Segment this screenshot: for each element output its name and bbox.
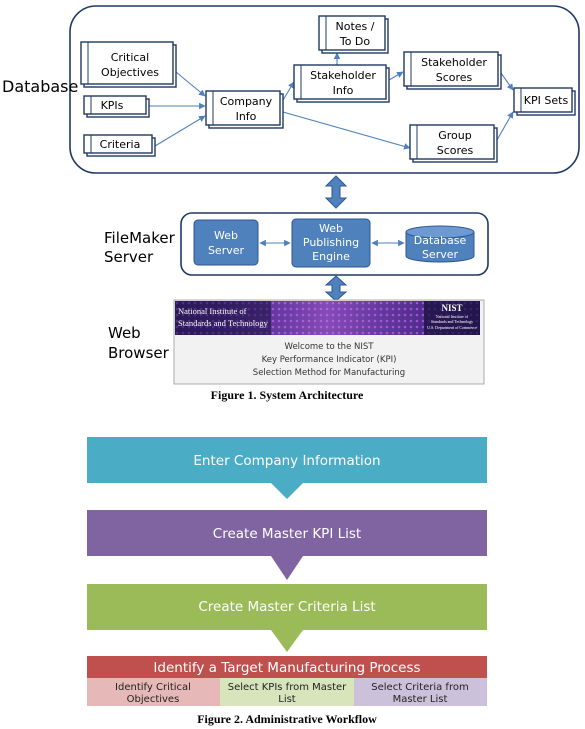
web-publishing-engine-box: Web Publishing Engine (292, 219, 370, 267)
step-enter-company-information: Enter Company Information (87, 437, 487, 499)
svg-text:Objectives: Objectives (127, 694, 180, 705)
figure1-caption: Figure 1. System Architecture (211, 388, 364, 402)
svg-text:Stakeholder: Stakeholder (421, 56, 487, 69)
substep-select-criteria: Select Criteria from Master List (354, 678, 487, 706)
filemaker-browser-double-arrow (326, 276, 346, 301)
svg-text:KPI Sets: KPI Sets (524, 94, 569, 107)
svg-text:Scores: Scores (437, 144, 474, 157)
web-server-box: Web Server (194, 220, 258, 265)
filemaker-label-line2: Server (104, 248, 154, 266)
browser-screenshot: National Institute of Standards and Tech… (174, 300, 484, 384)
svg-text:List: List (278, 694, 296, 705)
svg-text:Create Master KPI List: Create Master KPI List (213, 526, 361, 542)
svg-text:Company: Company (220, 95, 273, 108)
node-notes: Notes / To Do (319, 16, 388, 53)
database-server-cylinder: Database Server (406, 226, 474, 262)
svg-text:Key Performance Indicator (KPI: Key Performance Indicator (KPI) (262, 355, 397, 365)
node-kpis: KPIs (84, 96, 149, 117)
svg-text:Selection Method for Manufactu: Selection Method for Manufacturing (253, 368, 405, 378)
nist-logo: NIST (441, 303, 462, 313)
svg-text:Info: Info (333, 84, 354, 97)
figure2-caption: Figure 2. Administrative Workflow (197, 712, 377, 726)
node-stakeholder-info: Stakeholder Info (294, 65, 389, 102)
svg-text:Database: Database (414, 234, 467, 247)
substep-select-kpis: Select KPIs from Master List (220, 678, 354, 706)
step-identify-target-process: Identify a Target Manufacturing Process (87, 656, 487, 678)
node-critical-objectives: Critical Objectives (81, 42, 176, 87)
svg-text:Identify Critical: Identify Critical (115, 682, 191, 693)
svg-text:Identify a Target Manufacturin: Identify a Target Manufacturing Process (153, 660, 420, 676)
svg-text:Web: Web (319, 222, 343, 235)
svg-text:Publishing: Publishing (303, 236, 359, 249)
node-stakeholder-scores: Stakeholder Scores (404, 52, 501, 89)
step-create-master-criteria-list: Create Master Criteria List (87, 584, 487, 652)
svg-text:Select KPIs from Master: Select KPIs from Master (228, 682, 347, 693)
svg-text:Engine: Engine (312, 250, 350, 263)
svg-text:To Do: To Do (339, 35, 371, 48)
svg-text:Group: Group (438, 129, 472, 142)
substep-identify-critical-objectives: Identify Critical Objectives (87, 678, 220, 706)
browser-label-line2: Browser (108, 344, 170, 362)
database-label: Database (2, 77, 78, 96)
svg-text:Server: Server (208, 244, 245, 257)
svg-text:Select Criteria from: Select Criteria from (371, 682, 468, 693)
browser-label-line1: Web (108, 324, 141, 342)
svg-text:Notes /: Notes / (336, 20, 375, 33)
node-group-scores: Group Scores (410, 125, 497, 162)
svg-text:Master List: Master List (393, 694, 448, 705)
svg-text:Stakeholder: Stakeholder (310, 69, 376, 82)
node-company-info: Company Info (206, 91, 283, 128)
svg-text:Enter Company Information: Enter Company Information (193, 453, 380, 469)
svg-text:Welcome to the NIST: Welcome to the NIST (285, 342, 375, 352)
svg-text:Info: Info (236, 110, 257, 123)
svg-text:Critical: Critical (111, 51, 149, 64)
svg-text:Standards and Technology: Standards and Technology (431, 319, 473, 324)
svg-text:Objectives: Objectives (101, 66, 159, 79)
svg-text:National Institute of: National Institute of (178, 306, 247, 316)
svg-text:U.S. Department of Commerce: U.S. Department of Commerce (427, 325, 477, 330)
svg-text:Scores: Scores (436, 71, 473, 84)
svg-text:Create Master Criteria List: Create Master Criteria List (198, 599, 375, 615)
svg-text:Server: Server (422, 248, 459, 261)
node-kpi-sets: KPI Sets (514, 88, 575, 115)
svg-text:Standards and Technology: Standards and Technology (178, 318, 269, 328)
svg-text:KPIs: KPIs (101, 99, 124, 112)
filemaker-label-line1: FileMaker (104, 229, 176, 247)
node-criteria: Criteria (84, 135, 155, 156)
step-create-master-kpi-list: Create Master KPI List (87, 510, 487, 580)
svg-text:Criteria: Criteria (100, 138, 141, 151)
db-filemaker-double-arrow (326, 176, 346, 208)
svg-text:Web: Web (214, 229, 238, 242)
